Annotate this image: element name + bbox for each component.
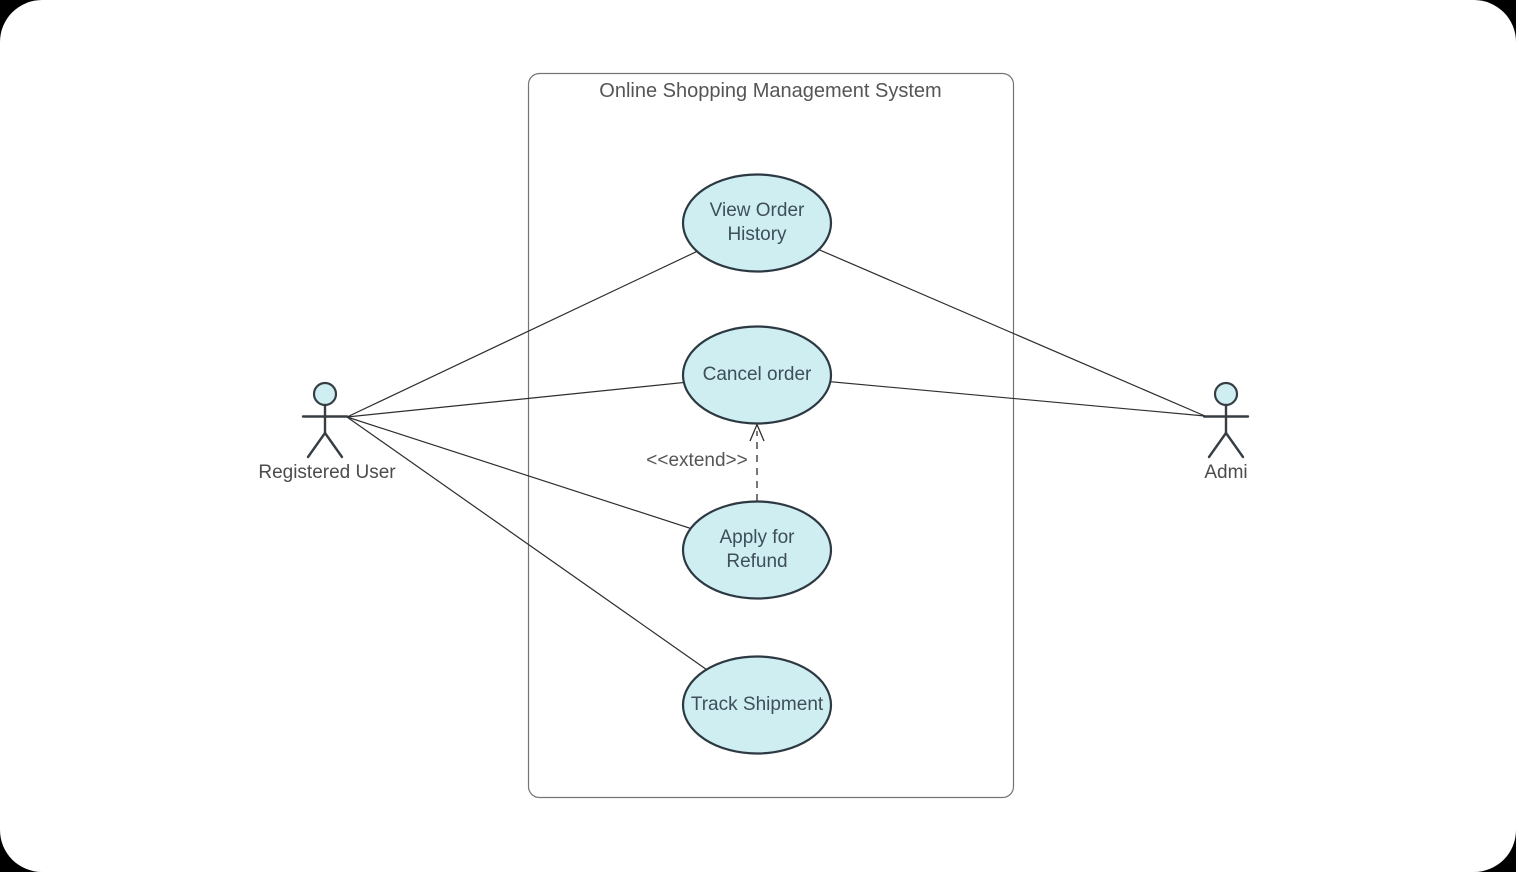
actor-right-leg-icon (1224, 431, 1245, 459)
usecase-ellipse-cancel-order[interactable] (681, 325, 833, 425)
actor-registered-user[interactable] (301, 381, 349, 459)
association-registered-user-apply-for-refund (346, 416, 758, 551)
usecase-ellipse-apply-for-refund[interactable] (681, 500, 833, 600)
actor-left-leg-icon (1207, 431, 1228, 459)
usecase-ellipse-track-shipment[interactable] (681, 655, 833, 755)
actor-right-leg-icon (323, 431, 344, 459)
actor-left-leg-icon (306, 431, 327, 459)
association-registered-user-track-shipment (346, 416, 758, 706)
actor-admin[interactable] (1202, 381, 1250, 459)
actor-head-icon (312, 381, 338, 407)
usecase-ellipse-view-order-history[interactable] (681, 173, 833, 273)
association-admin-cancel-order (756, 374, 1206, 417)
association-admin-view-order-history (756, 222, 1206, 417)
system-boundary-box[interactable] (527, 72, 1015, 799)
association-registered-user-view-order-history (346, 222, 758, 418)
actor-head-icon (1213, 381, 1239, 407)
